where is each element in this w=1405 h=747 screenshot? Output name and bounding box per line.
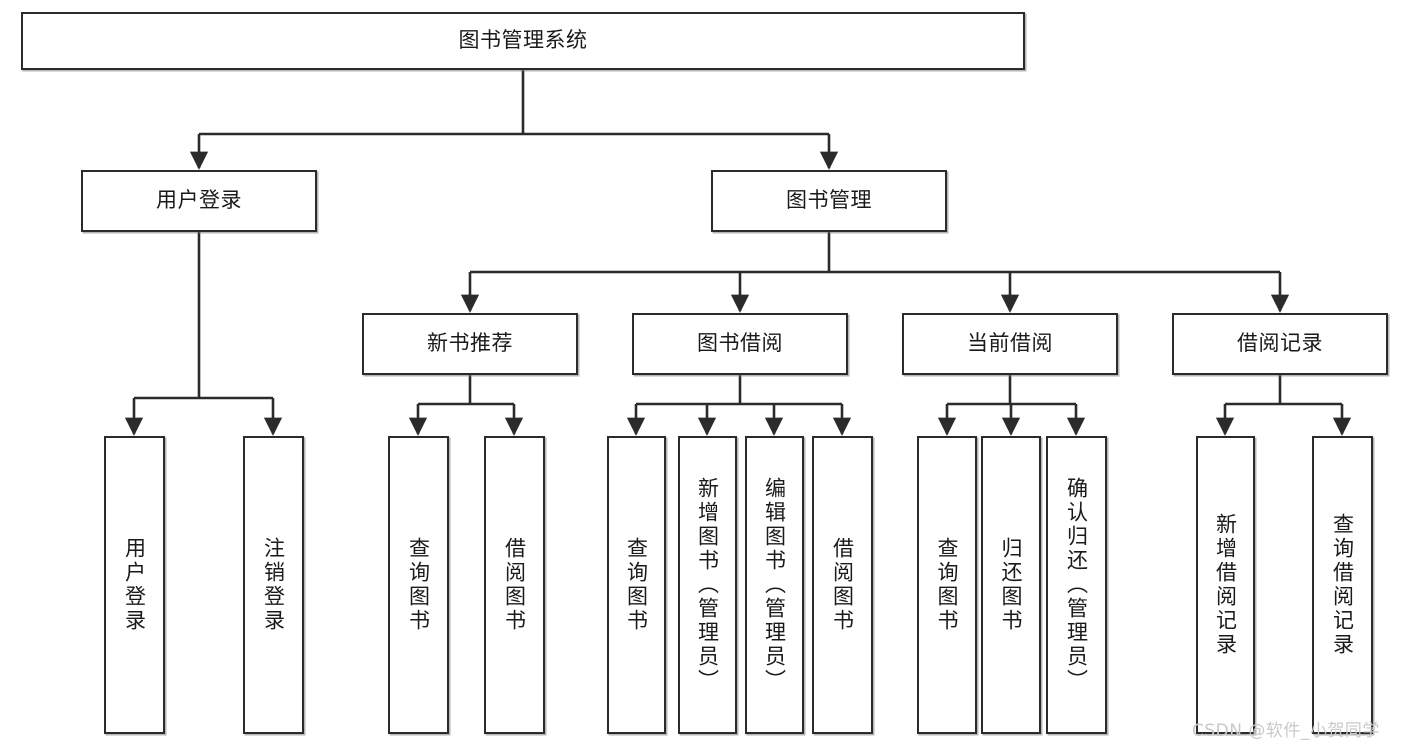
node-book-borrow-label: 图书借阅: [697, 331, 783, 356]
node-user-login[interactable]: 用户登录: [81, 170, 317, 232]
node-root[interactable]: 图书管理系统: [21, 12, 1025, 70]
leaf-add-book[interactable]: 新增图书（管理员）: [678, 436, 737, 734]
leaf-query-book-3-label: 查询图书: [935, 537, 960, 633]
leaf-logout[interactable]: 注销登录: [243, 436, 304, 734]
leaf-query-book-1-label: 查询图书: [406, 537, 431, 633]
leaf-edit-book[interactable]: 编辑图书（管理员）: [745, 436, 804, 734]
node-borrow-record-label: 借阅记录: [1237, 331, 1323, 356]
leaf-logout-label: 注销登录: [261, 537, 286, 633]
leaf-query-book-1[interactable]: 查询图书: [388, 436, 449, 734]
leaf-borrow-book-1[interactable]: 借阅图书: [484, 436, 545, 734]
leaf-borrow-book-2-label: 借阅图书: [830, 537, 855, 633]
leaf-add-book-label: 新增图书（管理员）: [695, 477, 720, 693]
leaf-edit-book-label: 编辑图书（管理员）: [762, 477, 787, 693]
csdn-watermark: CSDN @软件_小贺同学: [1192, 721, 1380, 741]
leaf-confirm-return-label: 确认归还（管理员）: [1064, 477, 1089, 693]
leaf-query-book-2[interactable]: 查询图书: [607, 436, 666, 734]
node-book-borrow[interactable]: 图书借阅: [632, 313, 848, 375]
leaf-return-book[interactable]: 归还图书: [981, 436, 1041, 734]
leaf-borrow-book-2[interactable]: 借阅图书: [812, 436, 873, 734]
leaf-confirm-return[interactable]: 确认归还（管理员）: [1046, 436, 1107, 734]
leaf-query-borrow-record[interactable]: 查询借阅记录: [1312, 436, 1373, 734]
leaf-add-borrow-record-label: 新增借阅记录: [1213, 513, 1238, 657]
leaf-query-borrow-record-label: 查询借阅记录: [1330, 513, 1355, 657]
leaf-query-book-3[interactable]: 查询图书: [917, 436, 977, 734]
node-book-manage-label: 图书管理: [786, 188, 872, 213]
node-new-book-recommend-label: 新书推荐: [427, 331, 513, 356]
leaf-query-book-2-label: 查询图书: [624, 537, 649, 633]
node-current-borrow[interactable]: 当前借阅: [902, 313, 1118, 375]
node-new-book-recommend[interactable]: 新书推荐: [362, 313, 578, 375]
node-book-manage[interactable]: 图书管理: [711, 170, 947, 232]
node-current-borrow-label: 当前借阅: [967, 331, 1053, 356]
leaf-borrow-book-1-label: 借阅图书: [502, 537, 527, 633]
leaf-user-login[interactable]: 用户登录: [104, 436, 165, 734]
leaf-return-book-label: 归还图书: [999, 537, 1024, 633]
node-user-login-label: 用户登录: [156, 188, 242, 213]
leaf-user-login-label: 用户登录: [122, 537, 147, 633]
node-borrow-record[interactable]: 借阅记录: [1172, 313, 1388, 375]
node-root-label: 图书管理系统: [458, 28, 588, 53]
leaf-add-borrow-record[interactable]: 新增借阅记录: [1196, 436, 1255, 734]
